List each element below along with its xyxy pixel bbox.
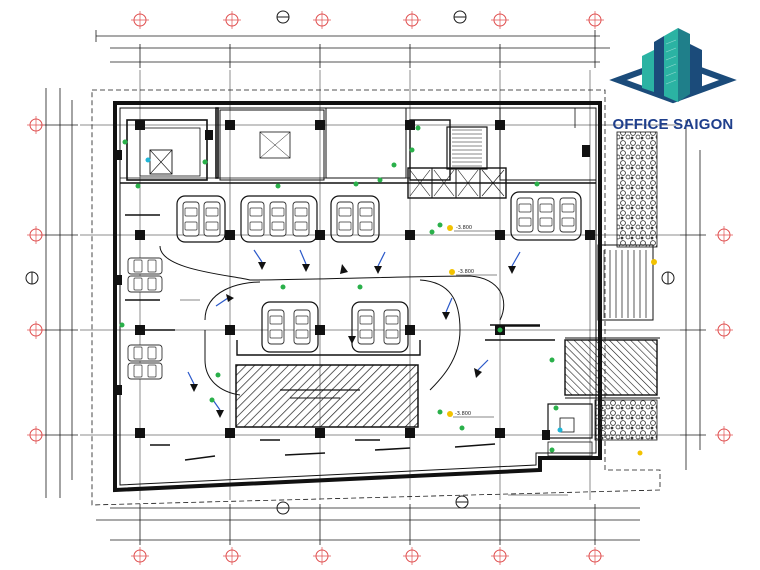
level-tag-text: -3.800 (455, 411, 471, 417)
service-markers (119, 125, 657, 456)
traffic-arrowheads (190, 262, 516, 418)
central-ramp (235, 364, 419, 428)
section-markers (25, 10, 675, 515)
dimension-lines (40, 30, 706, 545)
level-tag-2: -3.800 (456, 269, 497, 276)
basement-outline (113, 101, 602, 493)
office-saigon-logo: OFFICE SAIGON (598, 22, 748, 140)
level-tag-text: -3.800 (456, 225, 472, 231)
service-rooms (120, 107, 597, 199)
entry-ramp (564, 339, 658, 396)
level-tag-1: -3.800 (454, 225, 495, 232)
wall-fixtures (125, 214, 540, 461)
parking-bays (127, 191, 582, 380)
structural-grid (80, 70, 680, 500)
building-logo-icon (609, 28, 737, 104)
utility-room (547, 403, 593, 457)
structural-columns (116, 120, 595, 440)
traffic-arrows (187, 249, 521, 411)
east-stair (597, 244, 654, 321)
landscape-strip-top (616, 131, 658, 248)
site-boundary (91, 89, 661, 506)
drive-aisles (159, 245, 555, 396)
landscape-strip-bottom (594, 399, 658, 441)
level-tag-3: -3.800 (453, 411, 494, 418)
logo-wordmark: OFFICE SAIGON (612, 116, 734, 133)
level-tag-text: -3.800 (458, 269, 474, 275)
